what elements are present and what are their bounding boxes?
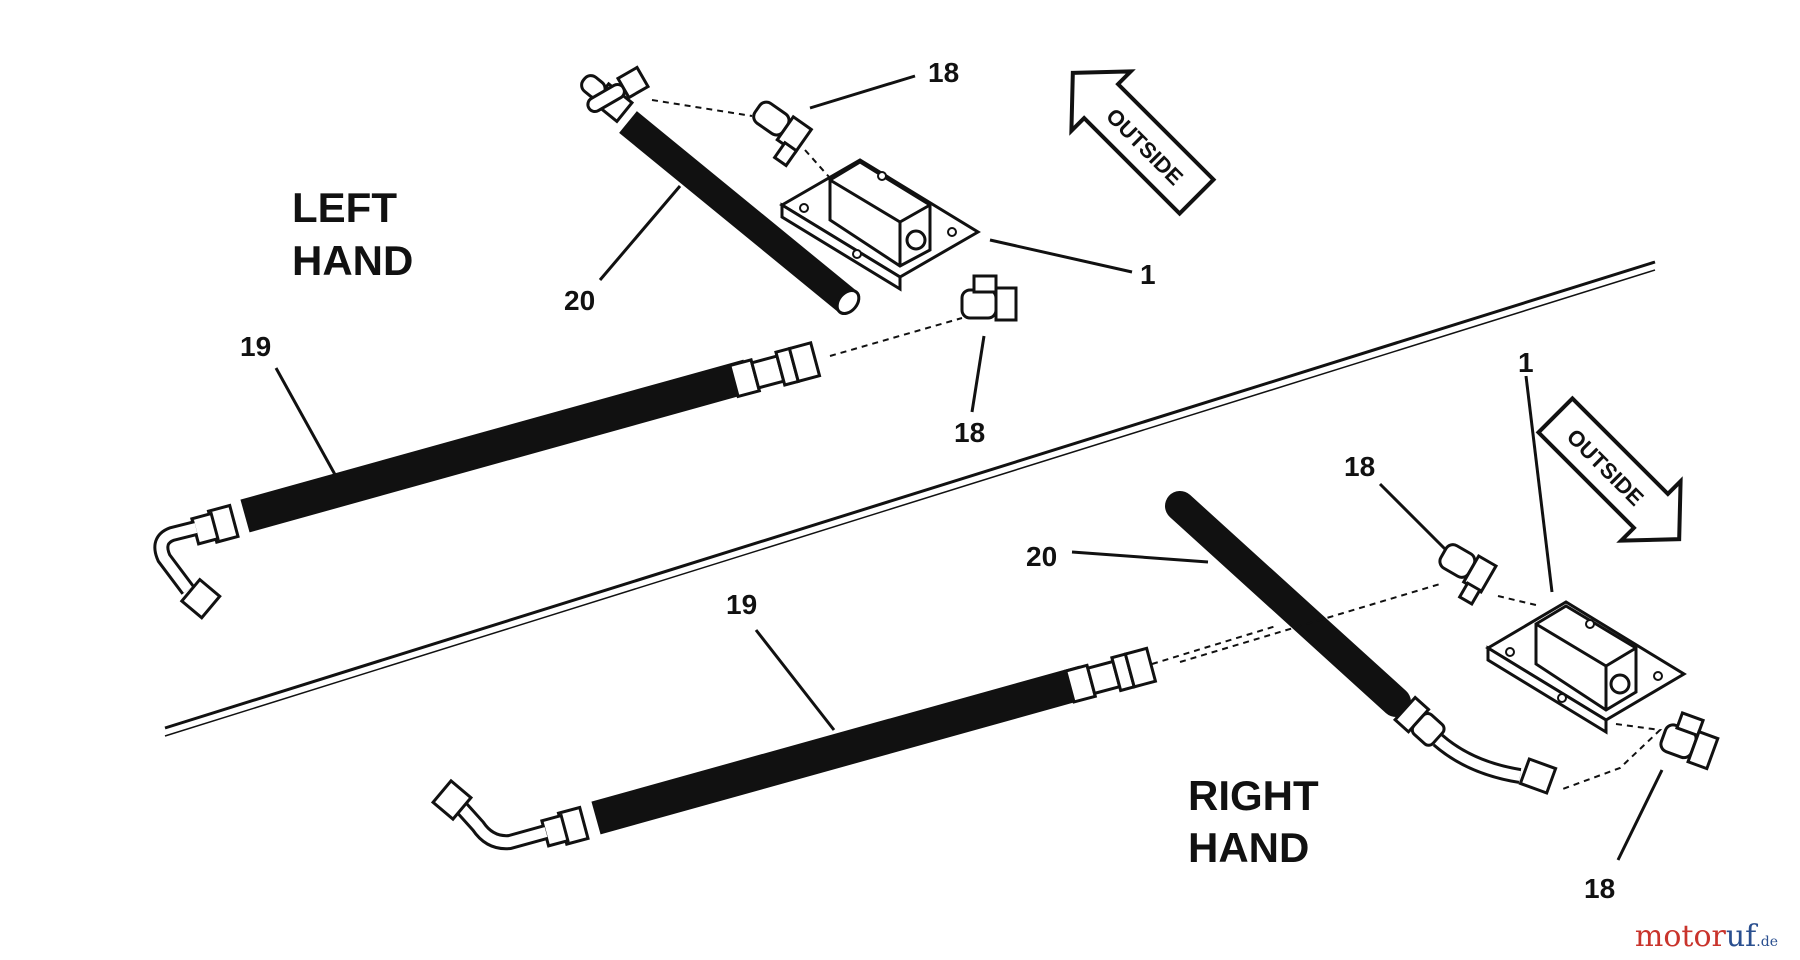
- right-hand-label-line1: RIGHT: [1188, 772, 1319, 819]
- leader-line: [809, 74, 916, 110]
- leader-line: [970, 335, 986, 413]
- callout-18-right-top: 18: [1344, 451, 1375, 482]
- leader-line: [754, 629, 836, 731]
- elbow-fitting-18-left-bottom: [960, 274, 1018, 322]
- dashed-leader: [1497, 595, 1541, 607]
- elbow-fitting-18-right-top: [1438, 543, 1499, 607]
- elbow-fitting-18-left-top: [752, 100, 814, 168]
- elbow-fitting-18-right-bottom: [1659, 710, 1720, 771]
- watermark-tld: .de: [1756, 934, 1778, 950]
- dashed-leader: [1179, 583, 1441, 663]
- left-hand-label-line1: LEFT: [292, 184, 397, 231]
- callout-20-right: 20: [1026, 541, 1057, 572]
- leader-line: [1071, 550, 1209, 564]
- mount-block-1-right: [1485, 600, 1687, 735]
- callout-19-right: 19: [726, 589, 757, 620]
- hose-19-right: [430, 625, 1277, 851]
- callout-18-left-bottom: 18: [954, 417, 985, 448]
- callout-20-left: 20: [564, 285, 595, 316]
- outside-arrow-left-hand: OUTSIDE: [1069, 69, 1217, 217]
- outside-arrow-right-hand: OUTSIDE: [1535, 395, 1683, 543]
- leader-line: [1378, 482, 1448, 552]
- leader-line: [274, 367, 340, 481]
- left-hand-label-line2: HAND: [292, 237, 413, 284]
- dashed-leader: [1151, 625, 1277, 665]
- mount-block-1-left: [779, 158, 981, 292]
- hose-20-left: [580, 65, 861, 316]
- callout-1-right: 1: [1518, 347, 1534, 378]
- hose-19-left: [153, 341, 822, 620]
- dashed-leader: [651, 99, 753, 117]
- leader-line: [1616, 769, 1664, 861]
- callout-19-left: 19: [240, 331, 271, 362]
- callout-1-left: 1: [1140, 259, 1156, 290]
- callout-18-left-top: 18: [928, 57, 959, 88]
- leader-line: [1524, 375, 1554, 593]
- callout-18-right-bottom: 18: [1584, 873, 1615, 904]
- section-divider: [164, 260, 1656, 737]
- dashed-leader: [1559, 723, 1663, 791]
- watermark-logo: motoruf.de: [1635, 919, 1778, 954]
- leader-line: [989, 238, 1133, 274]
- watermark-part-b: uf: [1725, 919, 1757, 954]
- leader-line: [598, 185, 682, 281]
- right-hand-label-line2: HAND: [1188, 824, 1309, 871]
- dashed-leader: [829, 317, 963, 357]
- watermark-part-a: motor: [1634, 919, 1726, 954]
- hose-20-right: [1165, 491, 1558, 795]
